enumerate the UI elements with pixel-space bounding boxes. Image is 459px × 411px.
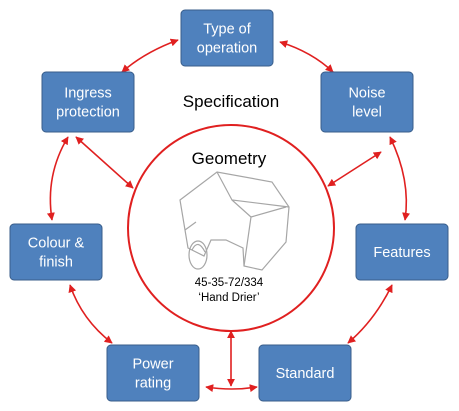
- box-ingress-protection: Ingress protection: [41, 71, 135, 133]
- arrow-standard-power: [205, 384, 258, 393]
- box-noise-level-shape: [320, 71, 414, 133]
- arrow-power-colour: [68, 284, 113, 344]
- box-features-shape: [355, 223, 449, 281]
- arrow-colour-ingress: [46, 136, 69, 221]
- box-colour-finish-label-1: finish: [39, 255, 73, 271]
- box-power-rating-label-0: Power: [132, 357, 173, 373]
- box-standard-label-0: Standard: [276, 366, 335, 382]
- box-ingress-protection-shape: [41, 71, 135, 133]
- box-standard-shape: [258, 344, 352, 402]
- box-noise-level-label-0: Noise: [348, 86, 385, 102]
- box-colour-finish-label-0: Colour &: [28, 236, 85, 252]
- product-name: ‘Hand Drier’: [198, 292, 259, 304]
- product-code: 45-35-72/334: [195, 277, 264, 289]
- hand-drier-sketch: [179, 171, 290, 271]
- box-power-rating: Power rating: [106, 344, 200, 402]
- arrow-operation-noise: [279, 40, 334, 73]
- box-ingress-protection-label-1: protection: [56, 105, 120, 121]
- arrow-noise-features: [389, 136, 411, 221]
- box-features: Features: [355, 223, 449, 281]
- box-power-rating-shape: [106, 344, 200, 402]
- box-type-of-operation-label-1: operation: [197, 41, 257, 57]
- box-colour-finish-shape: [9, 223, 103, 281]
- box-type-of-operation-shape: [180, 9, 274, 67]
- box-power-rating-label-1: rating: [135, 376, 171, 392]
- arrow-features-standard: [347, 284, 393, 344]
- arrow-operation-ingress: [121, 38, 179, 73]
- box-features-label-0: Features: [373, 245, 430, 261]
- specification-title: Specification: [183, 92, 279, 111]
- box-type-of-operation: Type of operation: [180, 9, 274, 67]
- box-ingress-protection-label-0: Ingress: [64, 86, 112, 102]
- box-standard: Standard: [258, 344, 352, 402]
- arrow-noise-geometry: [327, 151, 382, 187]
- geometry-heading: Geometry: [192, 149, 267, 168]
- box-colour-finish: Colour & finish: [9, 223, 103, 281]
- outer-connector-arrows: [46, 38, 411, 393]
- box-noise-level: Noise level: [320, 71, 414, 133]
- radial-connector-arrows: [75, 136, 382, 387]
- arrow-ingress-geometry: [75, 136, 134, 189]
- box-type-of-operation-label-0: Type of: [203, 22, 252, 38]
- box-noise-level-label-1: level: [352, 105, 382, 121]
